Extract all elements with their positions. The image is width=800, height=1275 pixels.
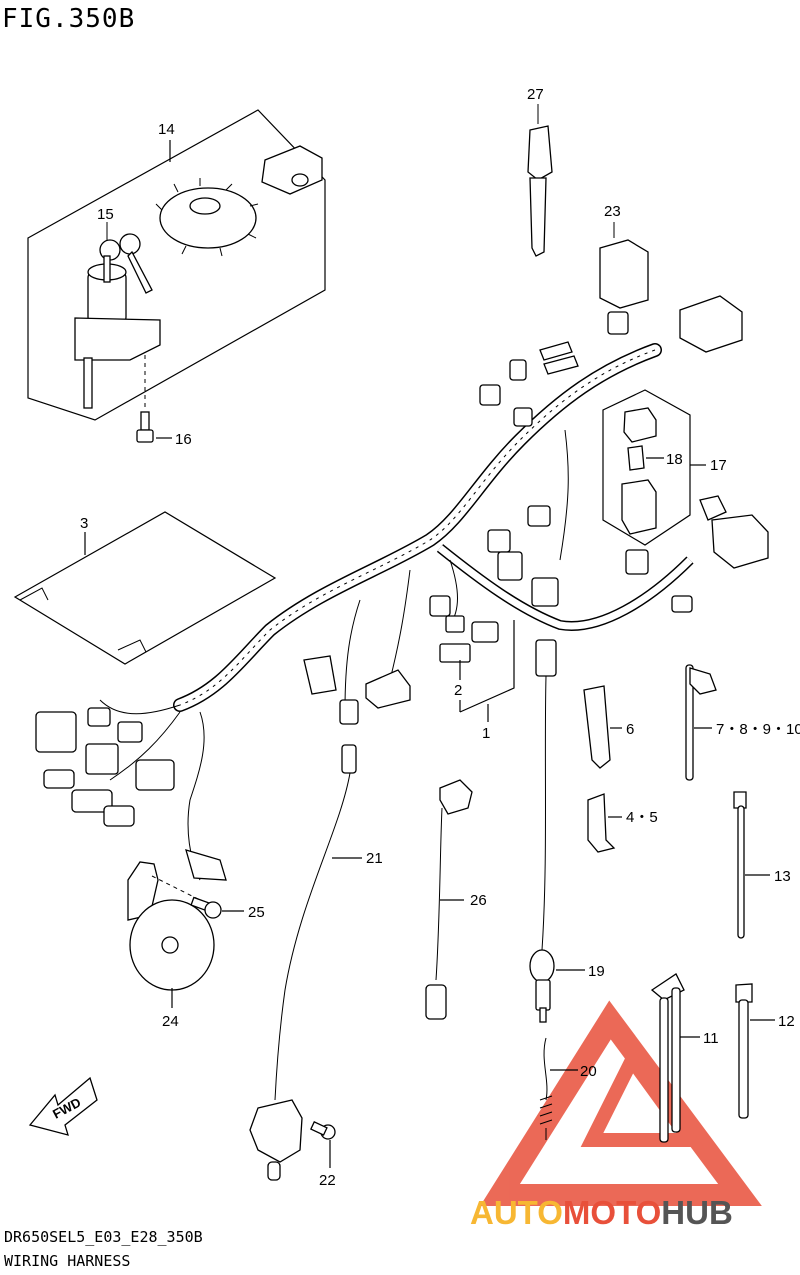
callout-1: 1 [482,725,490,742]
callout-21: 21 [366,850,383,867]
model-code: DR650SEL5_E03_E28_350B [4,1228,203,1246]
callout-17: 17 [710,457,727,474]
oxygen-sensor-lead [529,639,585,1023]
bolt-16 [136,355,172,443]
section-name: WIRING HARNESS [4,1252,131,1270]
callout-11: 11 [703,1030,719,1047]
main-harness-trunk [99,343,694,881]
watermark-text: AUTOMOTOHUB [470,1194,733,1231]
spring-20 [539,1037,578,1140]
callout-25: 25 [248,904,265,921]
callout-23: 23 [604,203,621,220]
callout-16: 16 [175,431,192,448]
bolt-25 [190,896,244,919]
sensor-lead-26 [425,779,473,1020]
clamp-6 [583,685,622,769]
callout-7-10: 7・8・9・10 [716,721,800,738]
watermark-hub: HUB [661,1194,733,1231]
clamp-band-12 [735,983,775,1119]
callout-13: 13 [774,868,791,885]
callout-22: 22 [319,1172,336,1189]
ignition-switch-kit-box [27,109,326,421]
fwd-arrow-icon: FWD [28,1076,98,1136]
callout-3: 3 [80,515,88,532]
relay [599,222,649,309]
callout-4-5: 4・5 [626,809,658,826]
key-pair-icon [99,233,153,294]
callout-18: 18 [666,451,683,468]
callout-24: 24 [162,1013,179,1030]
cable-tie-13 [733,791,770,939]
callout-19: 19 [588,963,605,980]
horn [127,861,215,1008]
lock-plate [155,178,259,257]
watermark-auto: AUTO [470,1194,563,1231]
side-stand-switch-lead [249,744,362,1181]
key-blank [527,104,553,257]
callout-6: 6 [626,721,634,738]
figure-title: FIG.350B [2,4,136,34]
callout-15: 15 [97,206,114,223]
switch-cap [261,145,323,195]
harness-routing-sheet [13,511,277,665]
clamp-band-7-10 [685,664,717,781]
clamp-11 [650,973,700,1143]
callout-14: 14 [158,121,175,138]
callout-2: 2 [454,682,462,699]
callout-27: 27 [527,86,544,103]
clamp-4-5 [587,793,622,853]
callout-26: 26 [470,892,487,909]
leader-lines [459,620,515,722]
harness-connectors [35,295,769,881]
ignition-switch [74,222,161,409]
callout-20: 20 [580,1063,597,1080]
fuse-box-group [602,389,706,546]
watermark-moto: MOTO [563,1194,661,1231]
callout-12: 12 [778,1013,795,1030]
screw-22 [310,1120,336,1168]
